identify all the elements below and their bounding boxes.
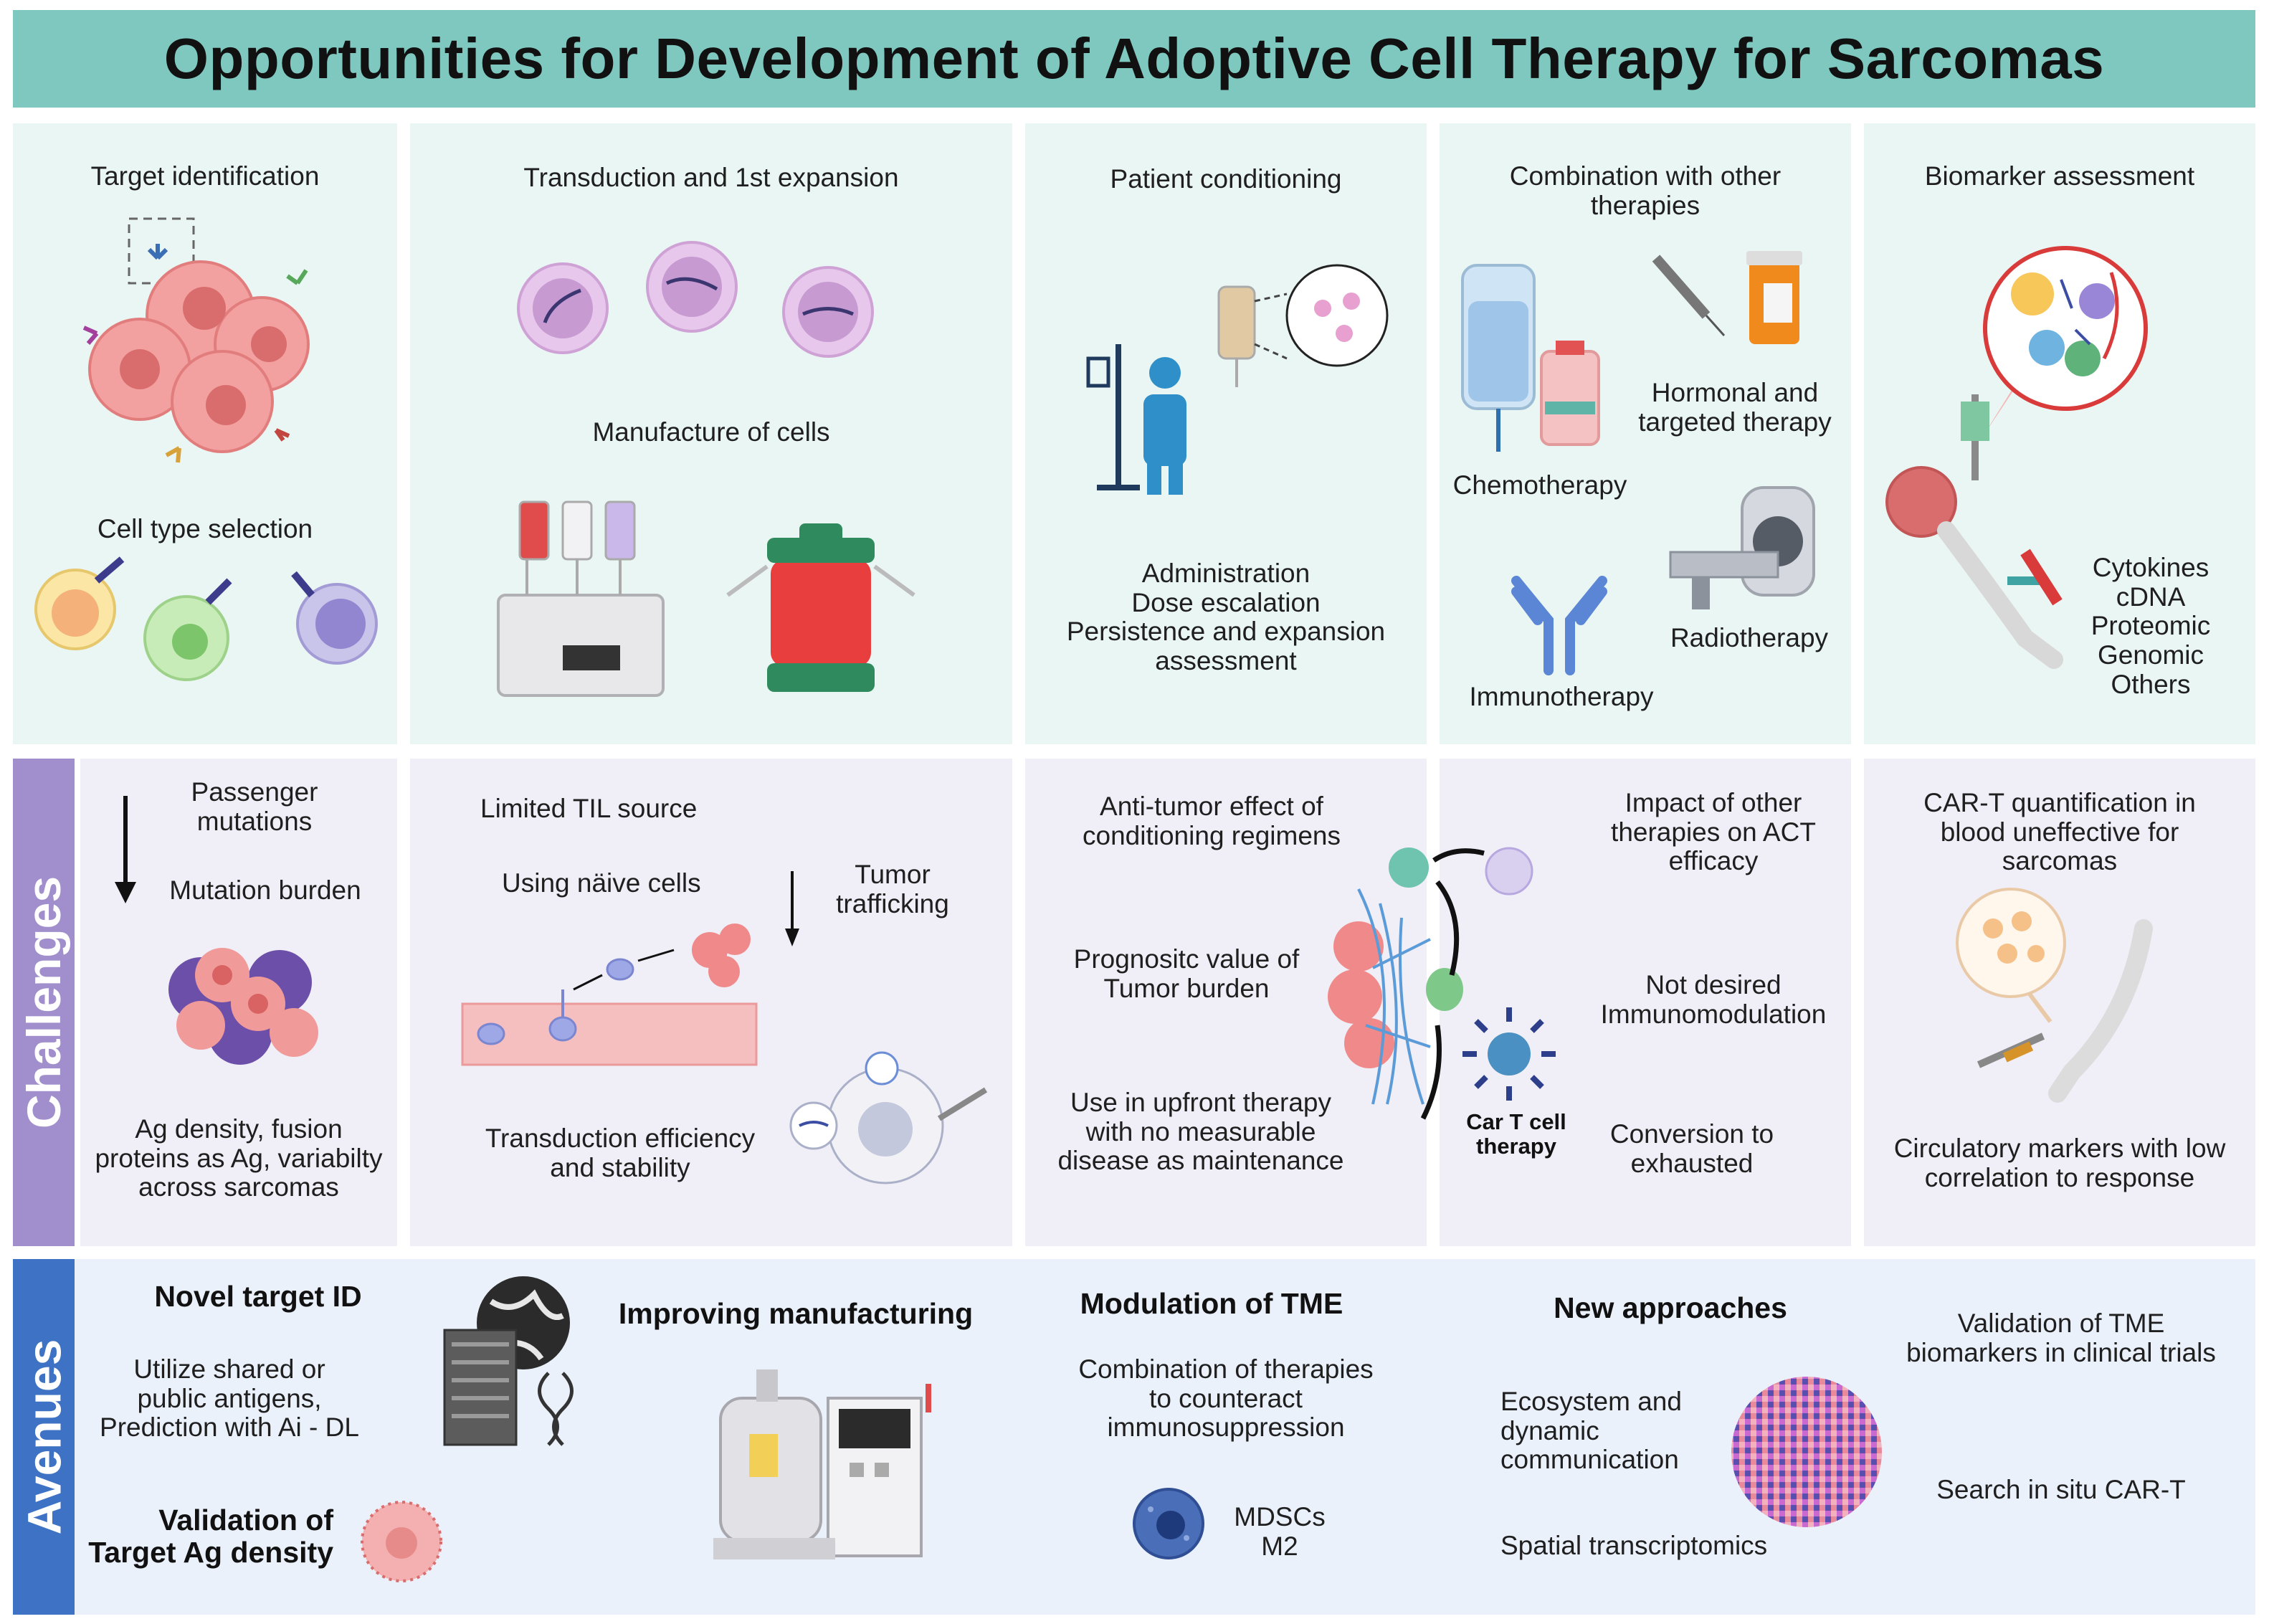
bioreactor-icon: [497, 500, 915, 697]
radiotherapy-label: Radiotherapy: [1670, 623, 1829, 652]
cell-type-selection-heading: Cell type selection: [97, 514, 313, 543]
panel-ch-combination: [1440, 759, 1851, 1246]
tumor-trafficking-label: Tumor trafficking: [836, 860, 949, 918]
antitumor-label: Anti-tumor effect of conditioning regime…: [1083, 792, 1341, 850]
mdsc-cell-icon: [1133, 1488, 1204, 1559]
panel-ch-biomarker: [1864, 759, 2255, 1246]
down-arrow-icon: [115, 796, 136, 903]
combination-tme-label: Combination of therapies to counteract i…: [1078, 1354, 1374, 1443]
combination-heading: Combination with other therapies: [1509, 161, 1782, 220]
not-desired-label: Not desired Immunomodulation: [1600, 970, 1827, 1029]
patient-icon: [1086, 264, 1389, 495]
manufacturing-device-icon: [713, 1369, 931, 1559]
search-insitu-label: Search in situ CAR-T: [1936, 1475, 2186, 1504]
tumor-cells-icon: [82, 217, 310, 463]
mri-scanner-icon: [1669, 486, 1815, 609]
upfront-therapy-label: Use in upfront therapy with no measurabl…: [1057, 1088, 1344, 1176]
syringe-icon: [1652, 251, 1802, 344]
modulation-tme-heading: Modulation of TME: [1080, 1287, 1343, 1320]
blood-vessel-icon: [461, 923, 758, 1066]
page-title: Opportunities for Development of Adoptiv…: [163, 27, 2105, 90]
biomarker-heading: Biomarker assessment: [1924, 161, 2195, 191]
globe-server-icon: [443, 1276, 574, 1446]
cart-quant-label: CAR-T quantification in blood uneffectiv…: [1923, 788, 2196, 876]
hormonal-label: Hormonal and targeted therapy: [1638, 378, 1832, 437]
conditioning-lines: Administration Dose escalation Persisten…: [1066, 559, 1386, 676]
naive-cells-label: Using näive cells: [502, 868, 701, 898]
transduction-efficiency-label: Transduction efficiency and stability: [485, 1124, 756, 1182]
panel-combination-therapies: [1440, 123, 1851, 744]
chemotherapy-label: Chemotherapy: [1452, 470, 1627, 500]
spatial-map-icon: [1731, 1377, 1882, 1527]
transduction-heading: Transduction and 1st expansion: [523, 163, 899, 192]
target-ag-cell-icon: [361, 1501, 442, 1582]
transduction-cell-icon: [789, 1051, 988, 1184]
trafficking-arrow-icon: [785, 871, 799, 946]
t-cell-icon: [34, 556, 378, 681]
manufacture-heading: Manufacture of cells: [592, 417, 830, 447]
arm-blood-draw-icon: [1885, 246, 2148, 669]
challenges-label: Challenges: [13, 759, 75, 1246]
validation-tme-label: Validation of TME biomarkers in clinical…: [1906, 1309, 2216, 1367]
antibody-icon: [1511, 576, 1607, 675]
circulatory-label: Circulatory markers with low correlation…: [1893, 1134, 2226, 1192]
ecosystem-label: Ecosystem and dynamic communication: [1500, 1387, 1682, 1475]
blood-sample-icon: [1956, 888, 2153, 1103]
ag-density-label: Ag density, fusion proteins as Ag, varia…: [95, 1114, 383, 1202]
avenues-label: Avenues: [13, 1259, 75, 1615]
utilize-label: Utilize shared or public antigens, Predi…: [100, 1354, 359, 1443]
patient-conditioning-heading: Patient conditioning: [1110, 164, 1342, 194]
chemotherapy-iv-bag-icon: [1461, 264, 1600, 452]
car-t-tumor-icon: [1328, 847, 1556, 1120]
transduced-cells-icon: [517, 241, 874, 358]
mdsc-label: MDSCs M2: [1234, 1502, 1326, 1561]
panel-patient-conditioning: [1025, 123, 1427, 744]
validation-target-label: Validation of Target Ag density: [88, 1504, 333, 1570]
spatial-transcriptomics-label: Spatial transcriptomics: [1500, 1531, 1768, 1560]
impact-label: Impact of other therapies on ACT efficac…: [1611, 788, 1816, 876]
limited-til-label: Limited TIL source: [480, 794, 698, 823]
conversion-label: Conversion to exhausted: [1609, 1119, 1774, 1178]
biomarker-list: Cytokines cDNA Proteomic Genomic Others: [2090, 553, 2211, 699]
panel-biomarker: [1864, 123, 2255, 744]
target-identification-heading: Target identification: [90, 161, 320, 191]
improving-manufacturing-heading: Improving manufacturing: [618, 1297, 974, 1330]
prognostic-label: Prognositc value of Tumor burden: [1073, 944, 1300, 1003]
mutation-burden-label: Mutation burden: [169, 875, 361, 905]
novel-target-heading: Novel target ID: [154, 1280, 362, 1313]
title-banner: Opportunities for Development of Adoptiv…: [13, 10, 2255, 108]
tumor-mass-icon: [168, 948, 318, 1065]
new-approaches-heading: New approaches: [1554, 1291, 1787, 1324]
immunotherapy-label: Immunotherapy: [1469, 682, 1654, 711]
passenger-mutations-label: Passenger mutations: [191, 777, 318, 836]
car-t-label: Car T cell therapy: [1466, 1109, 1566, 1159]
